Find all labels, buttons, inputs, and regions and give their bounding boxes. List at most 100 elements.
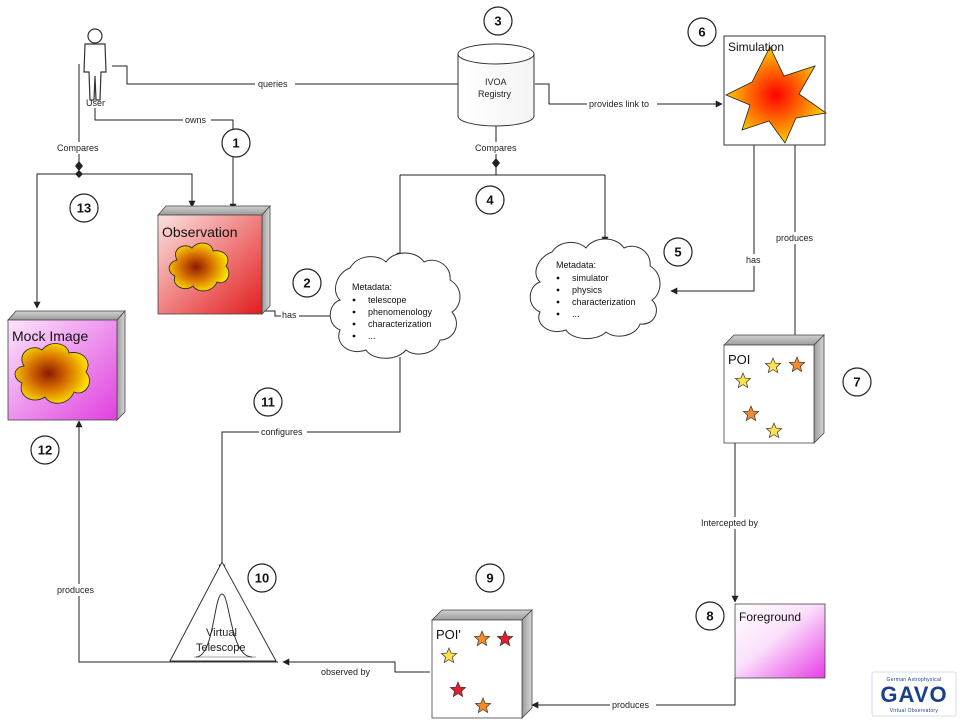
metadata-obs-heading: Metadata: <box>352 282 392 292</box>
step-number: 11 <box>261 395 275 410</box>
registry-label-line1: IVOA <box>485 77 507 87</box>
poi-prime-star-icon <box>474 697 492 714</box>
simulation-title: Simulation <box>728 40 784 54</box>
step-badge <box>475 563 505 593</box>
mock-image-galaxy-icon <box>14 343 90 404</box>
edge-has-obs <box>262 310 341 320</box>
edge-label-queries: queries <box>258 79 288 89</box>
metadata-obs-bullet <box>352 334 356 338</box>
edge-label-has-sim: has <box>746 255 761 265</box>
foreground-title: Foreground <box>739 610 801 624</box>
metadata-sim-heading: Metadata: <box>556 260 596 270</box>
poi-star-icon <box>765 422 783 439</box>
metadata-obs-item: ... <box>368 331 376 341</box>
edge-has-sim <box>670 145 755 295</box>
metadata-sim-cloud <box>529 238 661 339</box>
edge-label-owns: owns <box>185 115 207 125</box>
poi-prime-star-icon <box>473 630 491 647</box>
observation-title: Observation <box>162 224 237 240</box>
step-badge <box>842 367 872 397</box>
step-badge <box>687 17 717 47</box>
edge-label-has-obs: has <box>282 310 297 320</box>
metadata-sim-bullet <box>556 300 560 304</box>
simulation-star-icon <box>725 46 828 144</box>
metadata-sim-bullet <box>556 276 560 280</box>
edge-produces-fg <box>531 678 736 709</box>
step-number: 7 <box>853 375 860 390</box>
mock-image-box <box>7 309 126 421</box>
edge-label-provides-link: provides link to <box>589 99 649 109</box>
poi-prime-star-icon <box>496 630 514 647</box>
metadata-sim-item: characterization <box>572 297 636 307</box>
step-badge <box>483 6 513 36</box>
user-icon <box>83 28 107 101</box>
simulation-box <box>723 35 828 146</box>
observation-box <box>157 204 271 315</box>
step-badge <box>695 601 725 631</box>
gavo-logo: German Astrophysical GAVO Virtual Observ… <box>871 671 957 717</box>
step-badge <box>247 563 277 593</box>
virtual-telescope-label-line1: Virtual <box>206 627 237 639</box>
step-badge <box>69 193 99 223</box>
step-badge <box>292 268 322 298</box>
virtual-telescope-icon <box>168 560 278 663</box>
metadata-obs-bullet <box>352 310 356 314</box>
step-number: 9 <box>486 571 493 586</box>
mock-image-title: Mock Image <box>12 328 88 344</box>
observation-galaxy-icon <box>168 242 230 292</box>
poi-title: POI <box>728 352 750 367</box>
registry-label-line2: Registry <box>478 89 512 99</box>
step-badge <box>663 237 693 267</box>
metadata-sim-item: physics <box>572 285 603 295</box>
step-number: 1 <box>232 136 239 151</box>
step-number: 3 <box>494 14 501 29</box>
edge-label-compares-left: Compares <box>57 143 99 153</box>
metadata-obs-item: telescope <box>368 295 407 305</box>
edge-produces-mock <box>75 420 183 663</box>
metadata-sim-item: simulator <box>572 273 609 283</box>
step-badge <box>221 128 251 158</box>
metadata-sim-bullet <box>556 312 560 316</box>
step-number: 8 <box>706 609 713 624</box>
gavo-logo-top-text: German Astrophysical <box>887 677 942 683</box>
edge-configures <box>218 357 401 572</box>
step-badge <box>253 387 283 417</box>
step-number: 4 <box>486 193 494 208</box>
poi-prime-star-icon <box>440 647 458 664</box>
edge-label-observed-by: observed by <box>321 667 371 677</box>
poi-star-icon <box>734 372 752 389</box>
metadata-obs-list: telescope phenomenology characterization..… <box>352 295 433 341</box>
edge-observed-by <box>282 658 430 673</box>
gavo-logo-bottom-text: Virtual Observatory <box>890 708 939 714</box>
edge-label-produces-sim: produces <box>776 233 814 243</box>
poi-stars <box>734 356 806 439</box>
edge-label-configures: configures <box>261 427 303 437</box>
foreground-box <box>734 603 826 679</box>
metadata-obs-item: phenomenology <box>368 307 433 317</box>
poi-star-icon <box>788 356 806 373</box>
poi-star-icon <box>742 405 760 422</box>
poi-star-icon <box>764 357 782 374</box>
poi-prime-stars <box>440 630 514 714</box>
edge-owns <box>94 108 237 211</box>
step-number: 5 <box>674 245 681 260</box>
poi-prime-star-icon <box>449 681 467 698</box>
step-badge <box>475 185 505 215</box>
metadata-sim-item: ... <box>572 309 580 319</box>
gavo-logo-main-text: GAVO <box>880 682 947 707</box>
metadata-sim-list: simulator physics characterization... <box>556 273 636 319</box>
poi-prime-title: POI' <box>436 627 461 642</box>
metadata-obs-cloud <box>329 252 461 359</box>
metadata-obs-item: characterization <box>368 319 432 329</box>
step-number: 12 <box>38 443 52 458</box>
registry-cylinder <box>457 43 535 127</box>
edge-label-produces-mock: produces <box>57 585 95 595</box>
step-number: 6 <box>698 25 705 40</box>
edge-label-produces-fg: produces <box>612 700 650 710</box>
edge-label-intercepted-by: Intercepted by <box>701 518 759 528</box>
step-number: 10 <box>255 571 269 586</box>
step-number: 2 <box>303 276 310 291</box>
metadata-obs-bullet <box>352 298 356 302</box>
